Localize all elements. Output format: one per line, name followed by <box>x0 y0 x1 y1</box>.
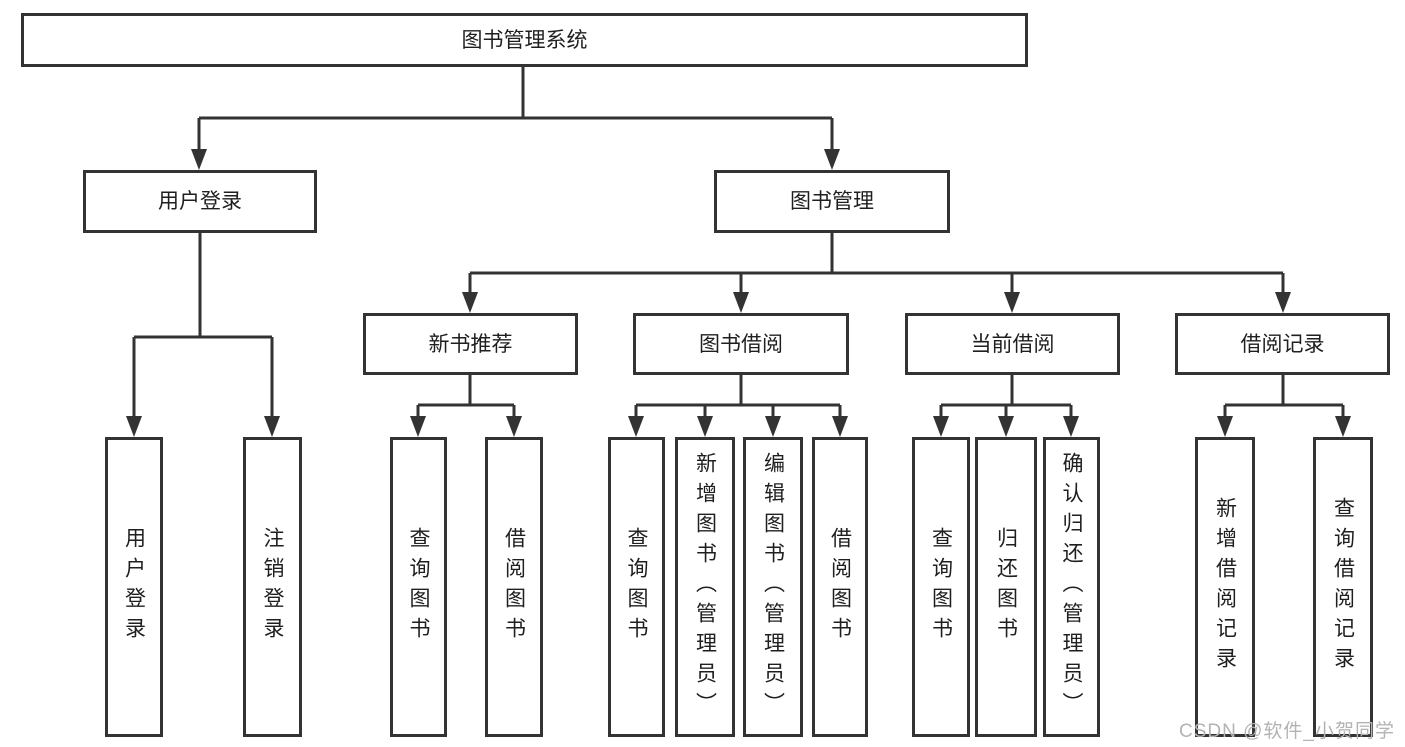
leaf-label: 查询图书 <box>625 527 648 647</box>
node-label: 图书借阅 <box>699 332 783 356</box>
node-book-management: 图书管理 <box>714 170 950 233</box>
node-borrow-records: 借阅记录 <box>1175 313 1390 375</box>
node-label: 新书推荐 <box>428 332 513 356</box>
leaf-add-borrow-record: 新增借阅记录 <box>1195 437 1255 737</box>
leaf-label: 编辑图书（管理员） <box>761 452 785 722</box>
watermark: CSDN @软件_小贺同学 <box>1179 721 1395 742</box>
node-label: 当前借阅 <box>970 332 1055 356</box>
leaf-query-books-borrow: 查询图书 <box>608 437 665 737</box>
node-user-login: 用户登录 <box>83 170 317 233</box>
node-new-book-recommend: 新书推荐 <box>363 313 578 375</box>
leaf-label: 借阅图书 <box>828 527 852 647</box>
node-label: 用户登录 <box>158 190 242 213</box>
leaf-label: 新增借阅记录 <box>1213 497 1237 677</box>
leaf-confirm-return-admin: 确认归还（管理员） <box>1043 437 1100 737</box>
leaf-add-books-admin: 新增图书（管理员） <box>675 437 735 737</box>
leaf-label: 借阅图书 <box>502 527 526 647</box>
node-library-system: 图书管理系统 <box>21 13 1028 67</box>
node-label: 图书管理 <box>790 190 874 213</box>
leaf-borrow-books: 借阅图书 <box>812 437 868 737</box>
leaf-label: 归还图书 <box>994 527 1018 647</box>
node-label: 图书管理系统 <box>461 28 588 52</box>
leaf-label: 查询借阅记录 <box>1331 497 1355 677</box>
leaf-label: 确认归还（管理员） <box>1060 452 1083 722</box>
leaf-borrow-books-recommend: 借阅图书 <box>485 437 543 737</box>
node-label: 借阅记录 <box>1240 332 1325 356</box>
leaf-query-books-recommend: 查询图书 <box>390 437 447 737</box>
node-book-borrow: 图书借阅 <box>633 313 849 375</box>
leaf-query-borrow-record: 查询借阅记录 <box>1313 437 1373 737</box>
leaf-label: 用户登录 <box>122 527 146 647</box>
leaf-return-books: 归还图书 <box>975 437 1037 737</box>
leaf-label: 新增图书（管理员） <box>693 452 717 722</box>
node-current-borrow: 当前借阅 <box>905 313 1120 375</box>
leaf-label: 注销登录 <box>261 527 284 647</box>
leaf-logout: 注销登录 <box>243 437 302 737</box>
leaf-label: 查询图书 <box>407 527 430 647</box>
leaf-edit-books-admin: 编辑图书（管理员） <box>743 437 803 737</box>
leaf-label: 查询图书 <box>929 527 953 647</box>
leaf-user-login: 用户登录 <box>105 437 163 737</box>
leaf-query-books-current: 查询图书 <box>912 437 970 737</box>
